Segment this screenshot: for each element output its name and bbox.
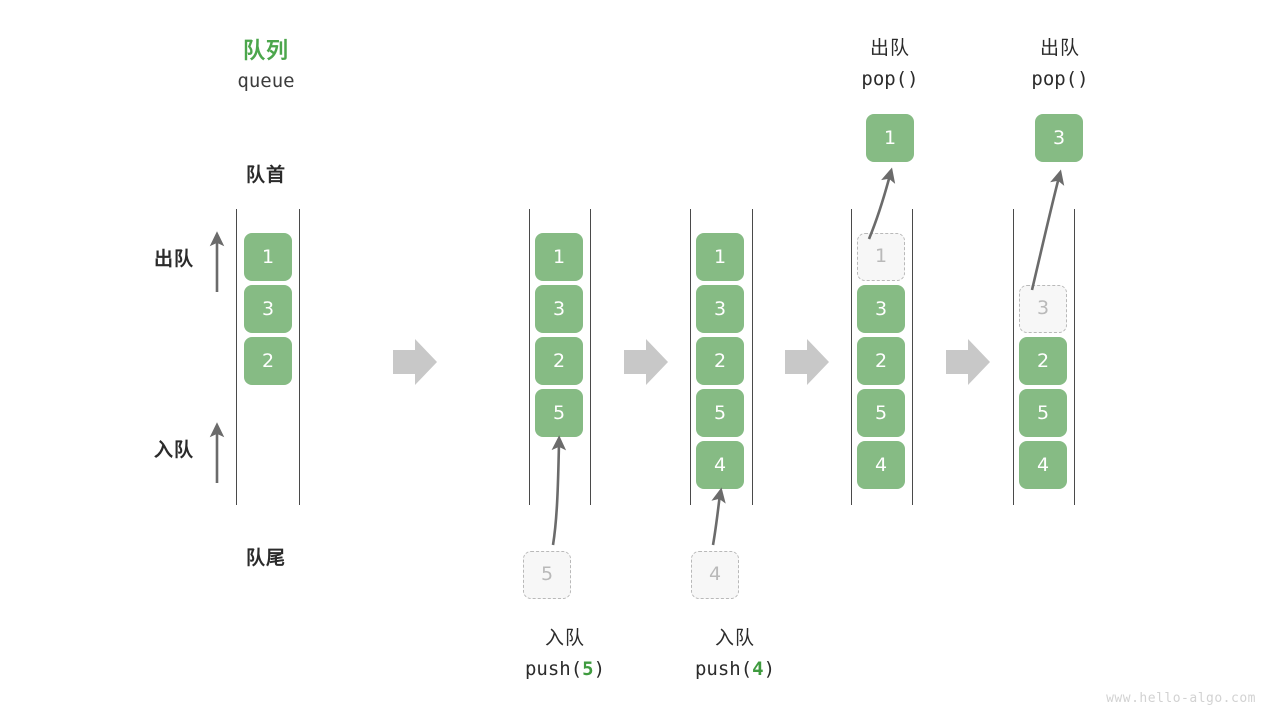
queue-cell: 5 (1019, 389, 1067, 437)
queue-cell: 3 (535, 285, 583, 333)
queue-head-label: 队首 (245, 164, 286, 186)
queue-rail-left (851, 209, 853, 505)
diagram-title-cn: 队列 (242, 39, 289, 64)
stage-header-code: pop() (1031, 68, 1089, 90)
queue-rail-left (529, 209, 531, 505)
queue-cell: 5 (535, 389, 583, 437)
queue-incoming-ghost-cell: 5 (523, 551, 571, 599)
stage-caption-code: push(5) (490, 658, 640, 680)
queue-rail-left (1013, 209, 1015, 505)
queue-cell: 2 (696, 337, 744, 385)
queue-popped-cell: 1 (866, 114, 914, 162)
stage-header-cn: 出队 (1039, 37, 1080, 59)
dequeue-direction-label: 出队 (153, 248, 194, 270)
queue-cell: 2 (1019, 337, 1067, 385)
queue-cell: 2 (535, 337, 583, 385)
queue-rail-right (752, 209, 754, 505)
queue-cell: 4 (696, 441, 744, 489)
push-5-arrow (551, 435, 567, 546)
queue-cell: 1 (696, 233, 744, 281)
queue-rail-left (236, 209, 238, 505)
diagram-title-en: queue (237, 70, 295, 92)
stage-caption-cn: 入队 (714, 627, 755, 649)
queue-cell: 2 (857, 337, 905, 385)
queue-cell: 3 (244, 285, 292, 333)
queue-rail-left (690, 209, 692, 505)
queue-cell: 4 (857, 441, 905, 489)
queue-ghost-cell: 3 (1019, 285, 1067, 333)
code-prefix: push( (524, 658, 583, 680)
enqueue-direction-label: 入队 (153, 439, 194, 461)
queue-rail-right (1074, 209, 1076, 505)
queue-cell: 3 (857, 285, 905, 333)
queue-popped-cell: 3 (1035, 114, 1083, 162)
code-arg: 5 (582, 658, 594, 680)
stage-caption-cn: 入队 (544, 627, 585, 649)
queue-cell: 5 (696, 389, 744, 437)
step-arrow (393, 339, 437, 385)
queue-tail-label: 队尾 (245, 547, 286, 569)
pop-1-arrow (867, 167, 896, 240)
stage-caption-code: push(4) (660, 658, 810, 680)
push-4-arrow (711, 487, 726, 546)
queue-cell: 2 (244, 337, 292, 385)
queue-ghost-cell: 1 (857, 233, 905, 281)
queue-cell: 5 (857, 389, 905, 437)
code-suffix: ) (593, 658, 606, 680)
code-prefix: push( (694, 658, 753, 680)
queue-incoming-ghost-cell: 4 (691, 551, 739, 599)
watermark: www.hello-algo.com (1106, 691, 1256, 706)
pop-3-arrow (1030, 169, 1065, 291)
queue-cell: 3 (696, 285, 744, 333)
step-arrow (946, 339, 990, 385)
code-arg: 4 (752, 658, 764, 680)
step-arrow (785, 339, 829, 385)
stage-header-code: pop() (861, 68, 919, 90)
queue-rail-right (299, 209, 301, 505)
stage-header-cn: 出队 (869, 37, 910, 59)
queue-cell: 4 (1019, 441, 1067, 489)
queue-rail-right (912, 209, 914, 505)
queue-cell: 1 (535, 233, 583, 281)
queue-rail-right (590, 209, 592, 505)
code-suffix: ) (763, 658, 776, 680)
step-arrow (624, 339, 668, 385)
queue-cell: 1 (244, 233, 292, 281)
